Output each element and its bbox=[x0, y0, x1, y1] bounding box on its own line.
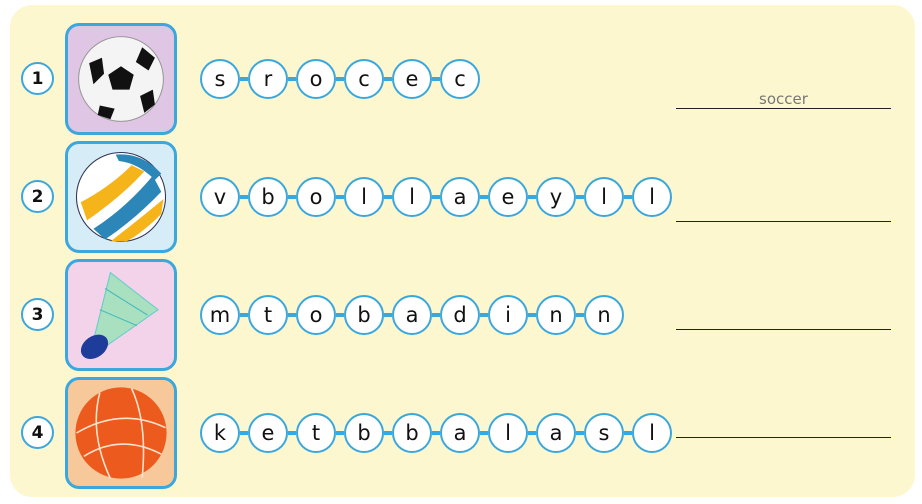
letter-connector bbox=[432, 431, 440, 435]
exercise-number: 1 bbox=[21, 62, 54, 95]
volleyball-picture bbox=[65, 141, 177, 253]
letter-bubble: k bbox=[200, 413, 240, 453]
exercise-number: 2 bbox=[21, 180, 54, 213]
letter-connector bbox=[624, 195, 632, 199]
shuttlecock-picture bbox=[65, 259, 177, 371]
letter-connector bbox=[576, 431, 584, 435]
letter-bubble: a bbox=[536, 413, 576, 453]
answer-text: soccer bbox=[759, 90, 808, 108]
letter-connector bbox=[432, 77, 440, 81]
letter-bubble: m bbox=[200, 295, 240, 335]
letter-connector bbox=[336, 195, 344, 199]
letter-bubble: l bbox=[632, 177, 672, 217]
letter-bubble: r bbox=[248, 59, 288, 99]
answer-line[interactable] bbox=[676, 108, 891, 109]
letter-bubble: e bbox=[392, 59, 432, 99]
letter-bubble: a bbox=[392, 295, 432, 335]
letter-bubble: t bbox=[248, 295, 288, 335]
letter-connector bbox=[528, 195, 536, 199]
letter-connector bbox=[480, 195, 488, 199]
letter-connector bbox=[576, 313, 584, 317]
letter-connector bbox=[336, 313, 344, 317]
letter-connector bbox=[336, 431, 344, 435]
letter-bubble: l bbox=[344, 177, 384, 217]
letter-bubble: c bbox=[344, 59, 384, 99]
letter-bubble: b bbox=[344, 295, 384, 335]
letter-connector bbox=[528, 431, 536, 435]
soccer-ball-picture bbox=[65, 23, 177, 135]
exercise-number: 4 bbox=[21, 416, 54, 449]
letter-connector bbox=[384, 313, 392, 317]
letter-connector bbox=[288, 431, 296, 435]
letter-bubble: b bbox=[248, 177, 288, 217]
letter-bubble: n bbox=[584, 295, 624, 335]
letter-connector bbox=[384, 195, 392, 199]
letter-bubble: i bbox=[488, 295, 528, 335]
letter-bubble: s bbox=[584, 413, 624, 453]
answer-line[interactable] bbox=[676, 437, 891, 438]
basketball-picture bbox=[65, 377, 177, 489]
letter-connector bbox=[336, 77, 344, 81]
letter-bubble: d bbox=[440, 295, 480, 335]
letter-bubble: e bbox=[248, 413, 288, 453]
letter-bubble: s bbox=[200, 59, 240, 99]
answer-line[interactable] bbox=[676, 329, 891, 330]
letter-bubble: y bbox=[536, 177, 576, 217]
letter-bubble: v bbox=[200, 177, 240, 217]
letter-connector bbox=[432, 195, 440, 199]
letter-bubble: l bbox=[632, 413, 672, 453]
letter-bubble: b bbox=[392, 413, 432, 453]
letter-connector bbox=[576, 195, 584, 199]
letter-connector bbox=[240, 77, 248, 81]
letter-connector bbox=[624, 431, 632, 435]
letter-bubble: e bbox=[488, 177, 528, 217]
letter-bubble: b bbox=[344, 413, 384, 453]
letter-connector bbox=[240, 431, 248, 435]
letter-bubble: l bbox=[392, 177, 432, 217]
letter-connector bbox=[528, 313, 536, 317]
letter-bubble: a bbox=[440, 413, 480, 453]
letter-connector bbox=[288, 313, 296, 317]
letter-bubble: o bbox=[296, 177, 336, 217]
letter-bubble: t bbox=[296, 413, 336, 453]
answer-line[interactable] bbox=[676, 221, 891, 222]
letter-connector bbox=[384, 77, 392, 81]
letter-connector bbox=[288, 77, 296, 81]
letter-bubble: o bbox=[296, 295, 336, 335]
letter-connector bbox=[240, 313, 248, 317]
letter-connector bbox=[384, 431, 392, 435]
letter-bubble: c bbox=[440, 59, 480, 99]
letter-connector bbox=[288, 195, 296, 199]
letter-bubble: o bbox=[296, 59, 336, 99]
letter-connector bbox=[480, 313, 488, 317]
letter-bubble: l bbox=[584, 177, 624, 217]
letter-bubble: l bbox=[488, 413, 528, 453]
letter-bubble: n bbox=[536, 295, 576, 335]
letter-connector bbox=[480, 431, 488, 435]
letter-connector bbox=[432, 313, 440, 317]
letter-bubble: a bbox=[440, 177, 480, 217]
letter-connector bbox=[240, 195, 248, 199]
exercise-number: 3 bbox=[21, 298, 54, 331]
